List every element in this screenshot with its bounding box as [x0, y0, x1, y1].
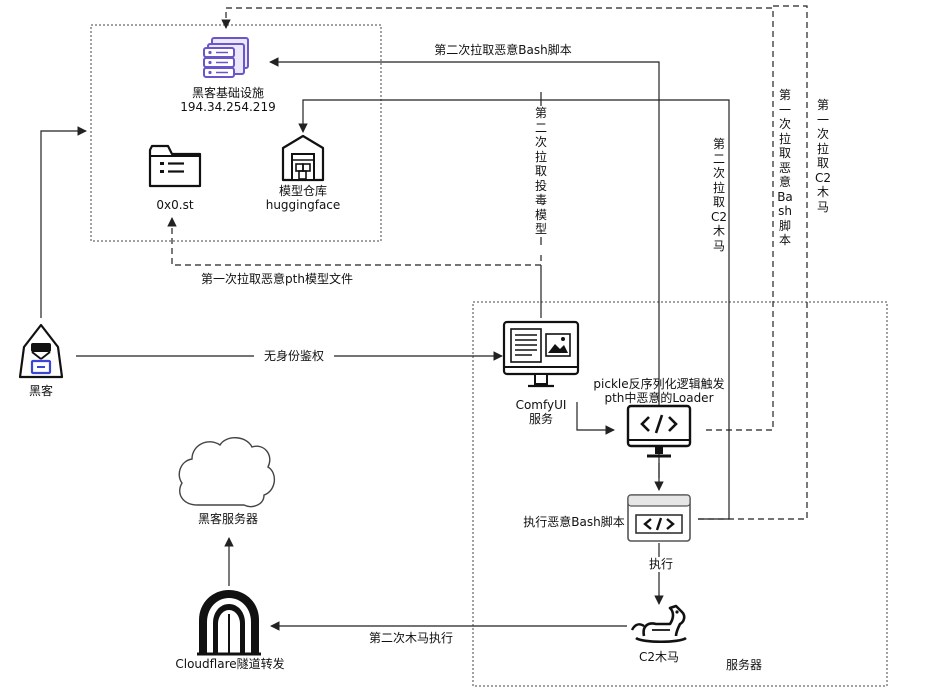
- edge-label-first-pth: 第一次拉取恶意pth模型文件: [201, 272, 353, 286]
- repo-label: 模型仓库: [278, 184, 327, 198]
- edge-first-bash: [221, 7, 774, 431]
- edge-second-bash: [269, 57, 660, 478]
- infra-boundary: [90, 24, 382, 242]
- hacker-label: 黑客: [28, 384, 53, 398]
- edge-label-second-poison: 第二次拉取投毒模型: [533, 106, 549, 237]
- infra-ip: 194.34.254.219: [180, 100, 276, 114]
- edge-label-no-auth: 无身份鉴权: [254, 349, 334, 364]
- edge-label-first-c2: 第一次拉取C2木马: [815, 98, 832, 214]
- edge-hacker-to-infra: [40, 126, 87, 318]
- warehouse-icon: [281, 134, 325, 182]
- repo-sub: huggingface: [265, 198, 341, 212]
- edge-label-second-bash: 第二次拉取恶意Bash脚本: [434, 43, 572, 57]
- code-monitor-icon: [626, 404, 692, 458]
- edge-first-pth: [167, 217, 542, 266]
- server-stack-icon: [203, 37, 249, 78]
- file-label: 0x0.st: [156, 198, 194, 212]
- edge-label-second-c2: 第二次拉取C2木马: [711, 137, 728, 253]
- cloud-label: 黑客服务器: [197, 512, 258, 526]
- server-label: 服务器: [725, 658, 762, 672]
- exec-label: 执行恶意Bash脚本: [523, 515, 625, 529]
- edge-label-first-bash: 第一次拉取恶意Bash脚本: [777, 88, 793, 248]
- tunnel-icon: [197, 590, 261, 656]
- edge-label-exec: 执行: [641, 557, 681, 572]
- tunnel-label: Cloudflare隧道转发: [175, 657, 285, 671]
- pickle-sub: pth中恶意的Loader: [604, 391, 714, 405]
- comfy-label: ComfyUI: [515, 398, 567, 412]
- comfy-sub: 服务: [528, 412, 553, 426]
- c2-label: C2木马: [638, 650, 679, 664]
- code-window-icon: [627, 494, 691, 542]
- edge-first-c2: [698, 5, 808, 520]
- folder-icon: [148, 144, 202, 188]
- trojan-horse-icon: [630, 604, 687, 644]
- pickle-label: pickle反序列化逻辑触发: [593, 377, 725, 391]
- server-boundary: [472, 301, 888, 687]
- edge-comfy-to-pickle: [576, 402, 615, 435]
- edge-label-second-trojan: 第二次木马执行: [368, 631, 453, 645]
- cloud-icon: [178, 437, 275, 508]
- monitor-icon: [502, 320, 580, 388]
- infra-label: 黑客基础设施: [191, 86, 264, 100]
- hacker-icon: [18, 323, 64, 379]
